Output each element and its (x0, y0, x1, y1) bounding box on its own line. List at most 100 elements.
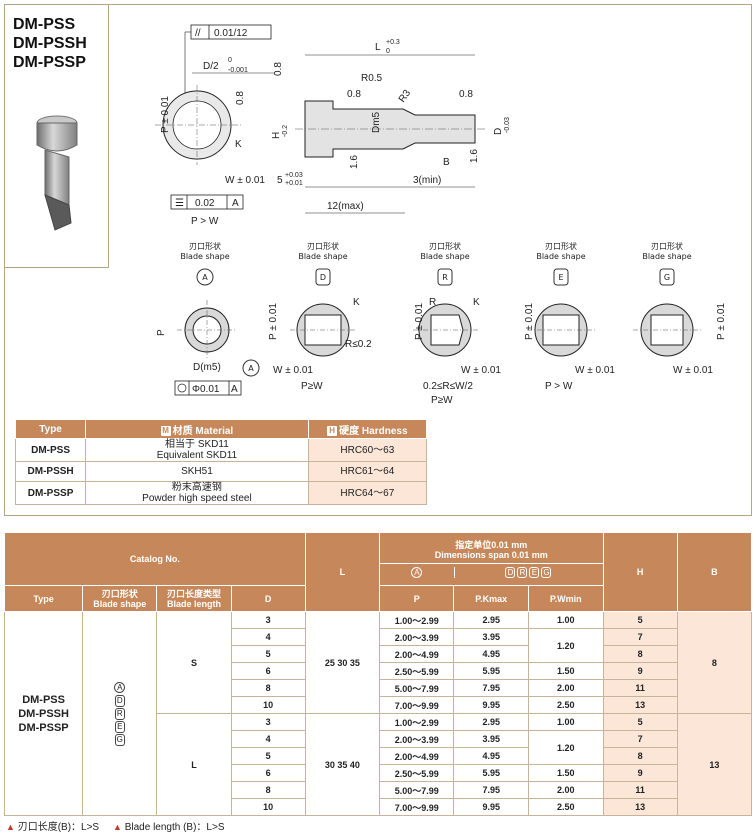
pwmin-header: P.Wmin (527, 585, 604, 612)
svg-text:Blade shape: Blade shape (420, 252, 469, 261)
mat-type: DM-PSSH (14, 461, 87, 482)
svg-text:刃口形状: 刃口形状 (545, 241, 577, 251)
svg-text:P: P (156, 329, 167, 336)
d-tol-side: -0.03 (504, 117, 511, 133)
l-cell: 30 35 40 (304, 713, 380, 816)
svg-text:R: R (429, 297, 436, 308)
catalog-table: Catalog No. L 指定单位0.01 mm Dimensions spa… (3, 532, 753, 816)
svg-text:A: A (231, 384, 238, 395)
shape-e: 刃口形状 Blade shape E P ± 0.01 W ± 0.01 P >… (524, 241, 615, 392)
svg-text:Blade shape: Blade shape (180, 252, 229, 261)
p-gt-w-front: P > W (191, 216, 219, 227)
svg-text:Blade shape: Blade shape (298, 252, 347, 261)
five-tol-upper: +0.03 (285, 172, 303, 179)
table-row: 5 2.00～4.99 4.95 8 (5, 747, 752, 765)
length-L: L (375, 42, 381, 53)
svg-text:P ± 0.01: P ± 0.01 (414, 303, 425, 340)
table-row: DM-PSSH SKH51 HRC61～64 (14, 461, 428, 482)
catalog-no-header: Catalog No. (4, 532, 306, 586)
table-row: 6 2.50～5.99 5.95 1.50 9 (5, 764, 752, 782)
p-label-front: P ± 0.01 (160, 96, 171, 133)
svg-text:W ± 0.01: W ± 0.01 (673, 365, 713, 376)
svg-text:D: D (320, 273, 326, 282)
shape-d: 刃口形状 Blade shape D P ± 0.01 K R≤0.2 W ± … (268, 241, 372, 392)
d-header: D (230, 585, 306, 612)
finish-08-front: 0.8 (235, 91, 246, 105)
shape-r: 刃口形状 Blade shape R P ± 0.01 R K W ± 0.01… (413, 241, 501, 405)
finish-16-side: 1.6 (349, 155, 360, 169)
table-row: 10 7.00～9.99 9.95 2.50 13 (5, 798, 752, 816)
svg-text:Blade shape: Blade shape (642, 252, 691, 261)
length-L-tol-lower: 0 (386, 48, 390, 55)
shape-a: 刃口形状 Blade shape A P D(m5) A Φ0.01 A (156, 241, 260, 396)
svg-text:E: E (558, 273, 563, 282)
b-header: B (676, 532, 753, 612)
finish-08: 0.8 (273, 62, 284, 76)
svg-text:Blade shape: Blade shape (536, 252, 585, 261)
svg-text:P≥W: P≥W (431, 395, 453, 405)
warning-icon: ▲ (6, 822, 15, 832)
mat-header-type: Type (14, 419, 87, 439)
svg-text:P ± 0.01: P ± 0.01 (716, 303, 727, 340)
d-half-label: D/2 (203, 61, 219, 72)
svg-text:D(m5): D(m5) (193, 362, 221, 373)
mat-hardness: HRC61～64 (307, 461, 428, 482)
table-row: L 3 30 35 40 1.00～2.99 2.95 1.00 5 13 (5, 713, 753, 816)
svg-text:G: G (664, 273, 670, 282)
spec-panel: DM-PSS DM-PSSH DM-PSSP // 0.01/12 D/2 0 … (4, 4, 752, 516)
svg-text:刃口形状: 刃口形状 (189, 241, 221, 251)
svg-text:P≥W: P≥W (301, 381, 323, 392)
blade-length-cell: L (156, 713, 232, 816)
type-title: DM-PSSP (13, 54, 86, 71)
type-title: DM-PSS (13, 16, 76, 33)
svg-text:A: A (202, 273, 208, 282)
table-row: 4 2.00～3.99 3.95 1.20 7 (5, 628, 752, 663)
h-tol: -0.2 (282, 125, 289, 137)
shape-a-header-icon: A (411, 567, 423, 578)
type-titles: DM-PSS DM-PSSH DM-PSSP (13, 15, 87, 72)
svg-text:刃口形状: 刃口形状 (651, 241, 683, 251)
hardness-icon: H (327, 425, 338, 436)
finish-08-side: 0.8 (347, 89, 361, 100)
finish-16-side2: 1.6 (469, 149, 480, 163)
svg-text:☰: ☰ (175, 198, 184, 209)
d-half-tol-upper: 0 (228, 57, 232, 64)
pkmax-header: P.Kmax (453, 585, 529, 612)
five-tol-lower: +0.01 (285, 180, 303, 187)
table-row: 4 2.00～3.99 3.95 1.20 7 (5, 730, 752, 765)
mat-type: DM-PSS (14, 438, 87, 462)
mat-hardness: HRC60～63 (307, 438, 428, 462)
product-sidebar: DM-PSS DM-PSSH DM-PSSP (5, 5, 109, 268)
b-cell: 13 (676, 713, 753, 816)
type-title: DM-PSSH (13, 35, 87, 52)
p-header: P (378, 585, 455, 612)
three-min-label: 3(min) (413, 175, 441, 186)
svg-text:0.2≤R≤W/2: 0.2≤R≤W/2 (423, 381, 473, 392)
footnote-en: Blade length (B)：L>S (124, 822, 225, 833)
footnote-cn: 刃口长度(B)：L>S (17, 822, 100, 833)
svg-text:P ± 0.01: P ± 0.01 (524, 303, 535, 340)
l-header: L (304, 532, 380, 612)
svg-text:K: K (473, 297, 480, 308)
svg-text:R: R (442, 273, 448, 282)
shape-g: 刃口形状 Blade shape G P ± 0.01 W ± 0.01 (633, 241, 727, 376)
b-cell: 8 (676, 611, 753, 714)
blade-length-cell: S (156, 611, 232, 714)
table-row: 10 7.00～9.99 9.95 2.50 13 (5, 696, 752, 714)
w-label-front: W ± 0.01 (225, 175, 265, 186)
d-half-tol-lower: -0.001 (228, 67, 248, 74)
parallelism-value: 0.01/12 (214, 28, 248, 39)
svg-text:Φ0.01: Φ0.01 (192, 384, 220, 395)
k-label-front: K (235, 139, 242, 150)
table-row: 5 2.00～4.99 4.95 8 (5, 645, 752, 663)
mat-material: SKH51 (85, 461, 309, 482)
five-label: 5 (277, 175, 283, 186)
